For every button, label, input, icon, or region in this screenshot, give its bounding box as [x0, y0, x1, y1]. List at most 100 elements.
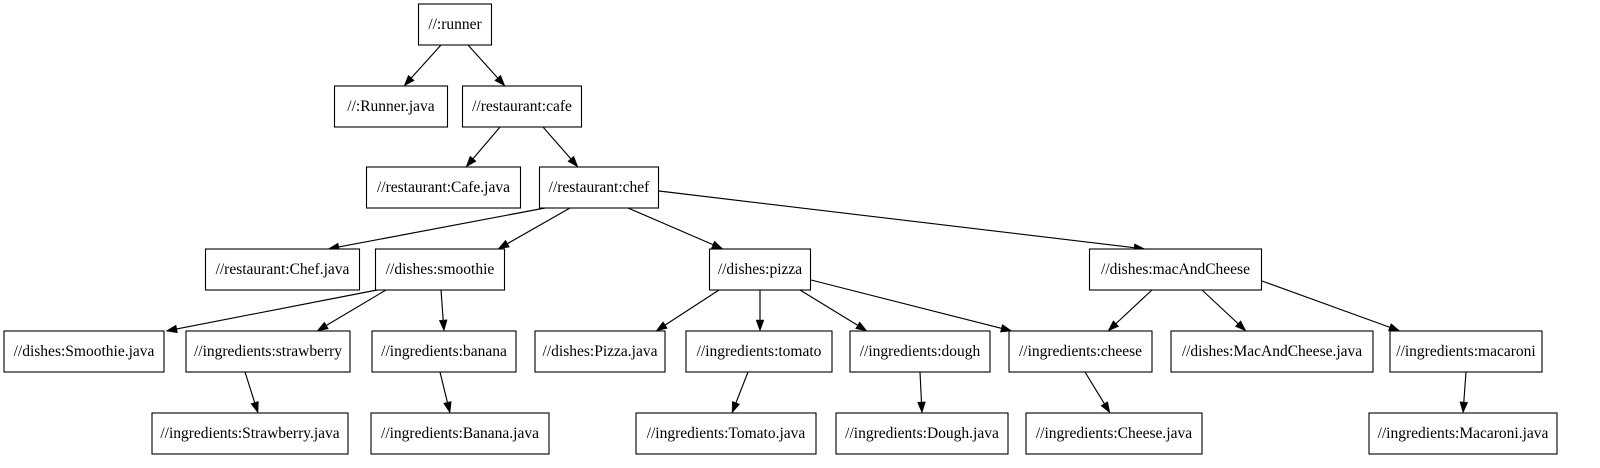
edge-arrowhead-icon	[755, 319, 765, 332]
edge-line	[810, 279, 1002, 329]
graph-node-ing_strawberry[interactable]: //ingredients:strawberry	[185, 330, 351, 373]
graph-node-ing_banana[interactable]: //ingredients:banana	[371, 330, 517, 373]
node-label: //ingredients:Dough.java	[845, 425, 999, 442]
node-label: //:Runner.java	[347, 98, 435, 115]
edge-line	[439, 371, 448, 403]
node-box[interactable]	[538, 166, 660, 209]
edge-dishes_smoothie-to-ing_strawberry	[316, 289, 387, 332]
edge-line	[1261, 280, 1390, 328]
edge-arrowhead-icon	[1234, 320, 1247, 332]
graph-node-ing_tomato[interactable]: //ingredients:tomato	[685, 330, 833, 373]
graph-node-runner[interactable]: //:runner	[417, 3, 493, 46]
node-box[interactable]	[374, 248, 506, 291]
graph-node-dishes_pizza_java[interactable]: //dishes:Pizza.java	[534, 330, 666, 373]
node-label: //ingredients:cheese	[1019, 343, 1142, 360]
edge-restaurant_chef-to-dishes_pizza	[627, 207, 724, 250]
edge-line	[1084, 371, 1105, 404]
node-box[interactable]	[685, 330, 833, 373]
node-box[interactable]	[835, 412, 1009, 455]
node-label: //dishes:Pizza.java	[543, 343, 658, 360]
graph-node-dishes_pizza[interactable]: //dishes:pizza	[708, 248, 812, 291]
node-box[interactable]	[1170, 330, 1374, 373]
edge-line	[658, 190, 1135, 249]
edge-ing_tomato-to-ing_tomato_java	[731, 371, 749, 414]
node-label: //ingredients:macaroni	[1396, 343, 1536, 360]
node-box[interactable]	[370, 412, 550, 455]
edge-line	[410, 44, 442, 79]
edge-line	[326, 289, 387, 326]
edge-restaurant_chef-to-dishes_smoothie	[497, 207, 571, 250]
edge-line	[176, 289, 378, 330]
graph-node-restaurant_cafe_java[interactable]: //restaurant:Cafe.java	[365, 166, 522, 209]
edge-line	[735, 371, 749, 403]
node-box[interactable]	[1008, 330, 1153, 373]
graph-node-ing_cheese_java[interactable]: //ingredients:Cheese.java	[1025, 412, 1203, 455]
node-box[interactable]	[151, 412, 349, 455]
edge-line	[799, 289, 858, 326]
edge-arrowhead-icon	[1388, 323, 1401, 332]
node-label: //ingredients:Cheese.java	[1036, 425, 1192, 442]
node-box[interactable]	[1025, 412, 1203, 455]
edge-ing_macaroni-to-ing_macaroni_java	[1459, 371, 1469, 414]
edge-dishes_macandcheese-to-ing_cheese	[1107, 289, 1153, 332]
edge-arrowhead-icon	[1107, 320, 1120, 332]
edge-ing_strawberry-to-ing_strawberry_java	[244, 371, 259, 414]
graph-node-ing_tomato_java[interactable]: //ingredients:Tomato.java	[635, 412, 817, 455]
node-label: //dishes:pizza	[718, 261, 802, 278]
graph-node-dishes_smoothie_java[interactable]: //dishes:Smoothie.java	[3, 330, 165, 373]
node-box[interactable]	[371, 330, 517, 373]
edge-arrowhead-icon	[494, 74, 506, 87]
node-box[interactable]	[365, 166, 522, 209]
edge-arrowhead-icon	[165, 324, 178, 334]
nodes-layer: //:runner //:Runner.java //restaurant:cafe…	[3, 3, 1558, 455]
edge-dishes_pizza-to-ing_cheese	[810, 279, 1013, 333]
graph-node-restaurant_chef_java[interactable]: //restaurant:Chef.java	[204, 248, 361, 291]
node-box[interactable]	[333, 85, 449, 128]
edge-arrowhead-icon	[855, 321, 868, 332]
node-box[interactable]	[461, 85, 583, 128]
graph-node-restaurant_chef[interactable]: //restaurant:chef	[538, 166, 660, 209]
edge-restaurant_chef-to-dishes_macandcheese	[658, 190, 1146, 252]
edge-arrowhead-icon	[316, 321, 329, 332]
node-box[interactable]	[185, 330, 351, 373]
edge-arrowhead-icon	[438, 319, 448, 332]
node-label: //ingredients:strawberry	[194, 343, 342, 360]
node-label: //dishes:MacAndCheese.java	[1182, 343, 1362, 360]
node-label: //ingredients:Macaroni.java	[1378, 425, 1549, 442]
edge-line	[1201, 289, 1239, 324]
node-label: //dishes:Smoothie.java	[14, 343, 155, 360]
graph-node-ing_macaroni_java[interactable]: //ingredients:Macaroni.java	[1368, 412, 1558, 455]
edge-line	[244, 371, 256, 403]
graph-node-ing_dough_java[interactable]: //ingredients:Dough.java	[835, 412, 1009, 455]
graph-node-ing_banana_java[interactable]: //ingredients:Banana.java	[370, 412, 550, 455]
edge-arrowhead-icon	[917, 401, 926, 414]
node-box[interactable]	[1088, 248, 1263, 291]
graph-node-ing_strawberry_java[interactable]: //ingredients:Strawberry.java	[151, 412, 349, 455]
edge-arrowhead-icon	[1459, 401, 1469, 414]
graph-node-ing_dough[interactable]: //ingredients:dough	[849, 330, 991, 373]
graph-node-dishes_macandcheese_java[interactable]: //dishes:MacAndCheese.java	[1170, 330, 1374, 373]
node-box[interactable]	[635, 412, 817, 455]
node-box[interactable]	[3, 330, 165, 373]
edge-line	[507, 207, 571, 245]
graph-node-restaurant_cafe[interactable]: //restaurant:cafe	[461, 85, 583, 128]
edge-ing_banana-to-ing_banana_java	[439, 371, 452, 414]
node-box[interactable]	[204, 248, 361, 291]
graph-node-ing_macaroni[interactable]: //ingredients:macaroni	[1389, 330, 1543, 373]
graph-node-dishes_macandcheese[interactable]: //dishes:macAndCheese	[1088, 248, 1263, 291]
node-box[interactable]	[708, 248, 812, 291]
graph-node-dishes_smoothie[interactable]: //dishes:smoothie	[374, 248, 506, 291]
edge-line	[627, 207, 714, 246]
edge-dishes_macandcheese-to-ing_macaroni	[1261, 280, 1401, 332]
node-box[interactable]	[534, 330, 666, 373]
node-box[interactable]	[1368, 412, 1558, 455]
edge-arrowhead-icon	[1100, 401, 1111, 414]
edge-dishes_macandcheese-to-dishes_macandcheese_java	[1201, 289, 1247, 332]
graph-node-ing_cheese[interactable]: //ingredients:cheese	[1008, 330, 1153, 373]
node-box[interactable]	[849, 330, 991, 373]
node-label: //ingredients:Tomato.java	[647, 425, 806, 442]
graph-node-runner_java[interactable]: //:Runner.java	[333, 85, 449, 128]
node-box[interactable]	[1389, 330, 1543, 373]
node-box[interactable]	[417, 3, 493, 46]
